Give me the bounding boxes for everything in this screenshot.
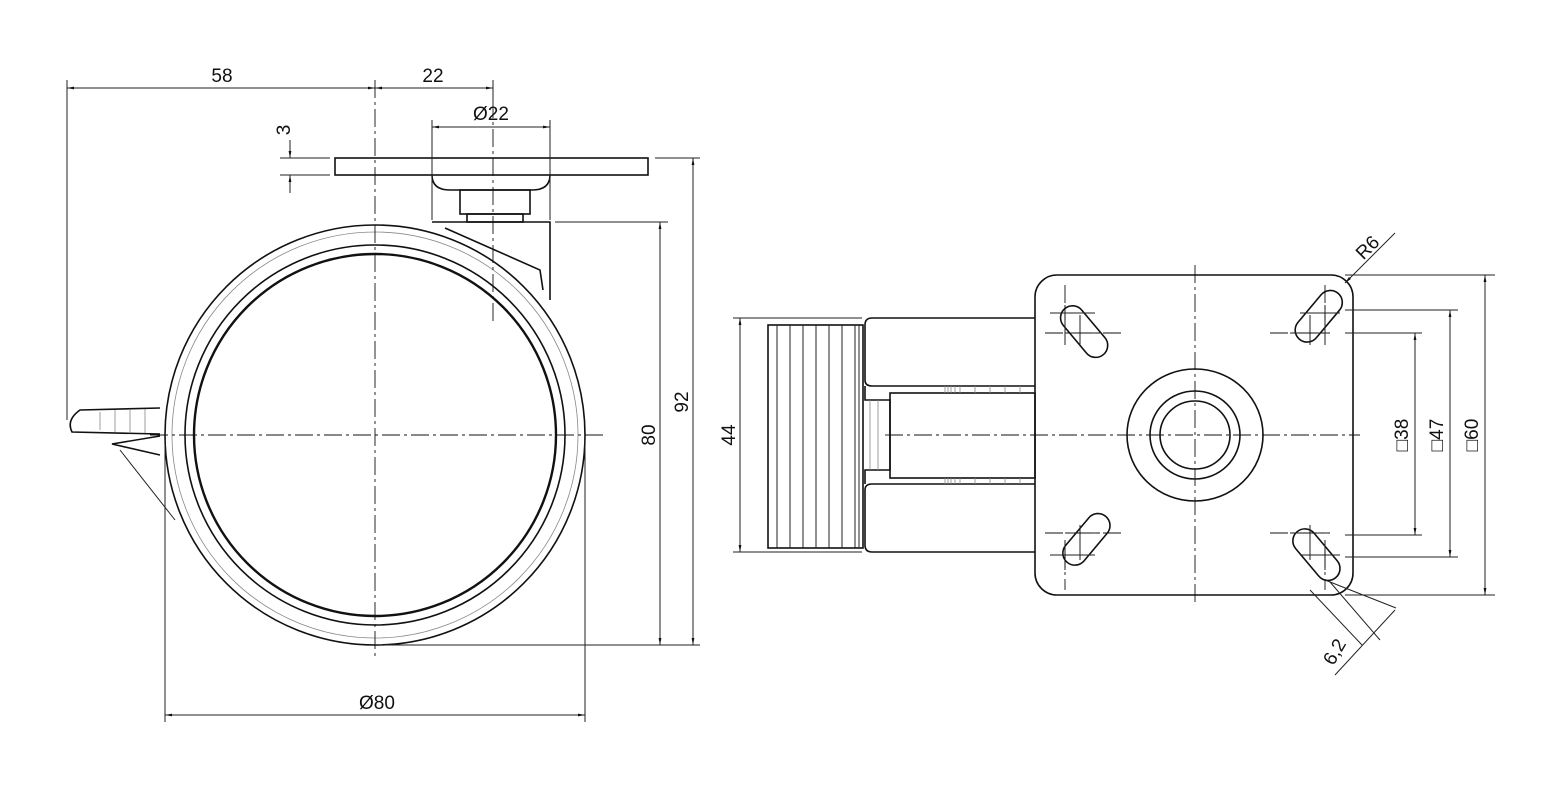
- dim-slot-width: 6,2: [1320, 636, 1351, 669]
- brake-lever: [69, 407, 176, 521]
- dim-hole-47: □47: [1427, 419, 1448, 452]
- dim-wheel-height: 80: [639, 424, 660, 445]
- dim-offset-58: 58: [211, 66, 232, 87]
- dim-offset-22: 22: [422, 66, 443, 87]
- dim-plate-60: □60: [1462, 419, 1483, 452]
- side-view: 58 22 Ø22 3 92 80 Ø80: [66, 66, 700, 722]
- dim-wheel-diameter: Ø80: [359, 693, 395, 714]
- dim-total-height: 92: [672, 391, 693, 412]
- dim-wheel-width: 44: [719, 424, 740, 446]
- dim-corner-radius: R6: [1352, 232, 1384, 264]
- top-dimensions: 44 □38 □47 □60 R6 6,2: [719, 232, 1495, 676]
- top-plate: [334, 157, 649, 300]
- dim-stem-diameter: Ø22: [473, 104, 509, 125]
- top-center-lines: [885, 265, 1360, 605]
- center-lines: [150, 80, 605, 660]
- dim-plate-thickness: 3: [274, 125, 295, 136]
- wheel-tread: [767, 324, 864, 549]
- top-view: 44 □38 □47 □60 R6 6,2: [719, 232, 1495, 676]
- dim-hole-38: □38: [1392, 419, 1413, 452]
- mounting-slots: [1050, 289, 1344, 582]
- side-dimensions: 58 22 Ø22 3 92 80 Ø80: [66, 66, 700, 722]
